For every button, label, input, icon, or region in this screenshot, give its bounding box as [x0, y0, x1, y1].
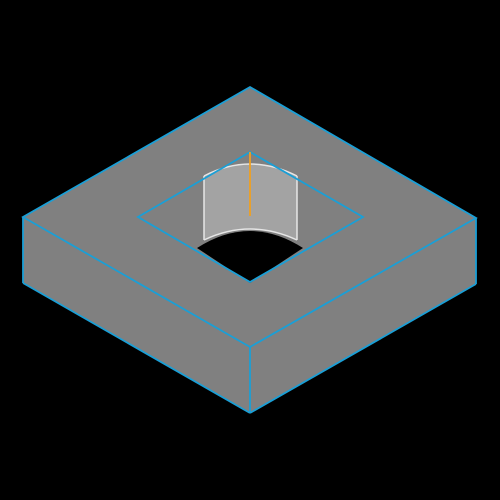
hole-opening [197, 231, 303, 283]
hole-wall-bottom-edge[interactable] [203, 228, 298, 241]
left-side-face[interactable] [23, 217, 250, 413]
right-side-face[interactable] [250, 218, 476, 413]
hole-top-outline[interactable] [136, 150, 365, 284]
bottom-left-edge[interactable] [22, 282, 251, 414]
bottom-right-edge[interactable] [249, 283, 477, 414]
